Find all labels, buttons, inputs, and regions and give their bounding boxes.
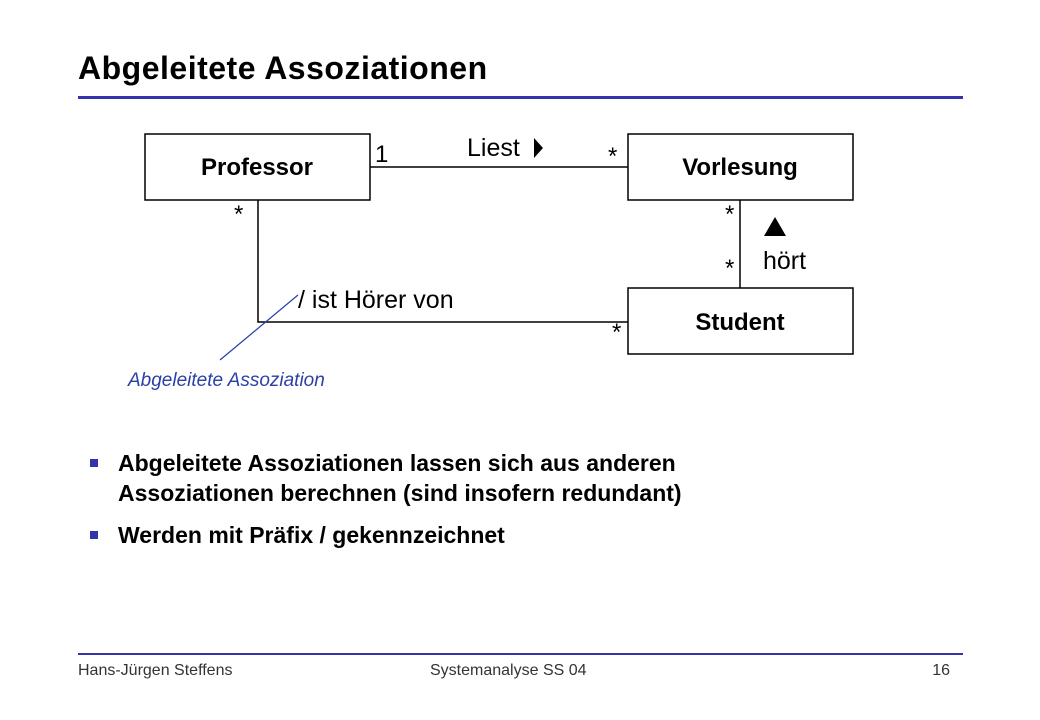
ist-hoerer-association-line [257, 200, 628, 323]
bullet-text: Abgeleitete Assoziationen lassen sich au… [118, 450, 682, 506]
derived-association-callout: Abgeleitete Assoziation [128, 370, 325, 391]
hoert-label: hört [763, 247, 806, 275]
footer-author: Hans-Jürgen Steffens [78, 662, 233, 679]
footer-course: Systemanalyse SS 04 [430, 662, 587, 679]
ist-hoerer-multiplicity-source: * [234, 201, 243, 228]
hoert-multiplicity-target: * [725, 255, 734, 282]
slide-title: Abgeleitete Assoziationen [78, 50, 488, 86]
ist-hoerer-multiplicity-target: * [612, 319, 621, 346]
footer-page-number: 16 [932, 662, 950, 679]
liest-label: Liest [467, 134, 520, 162]
callout-line [219, 294, 299, 361]
liest-multiplicity-source: 1 [375, 141, 388, 168]
vorlesung-box [627, 133, 854, 201]
liest-multiplicity-target: * [608, 143, 617, 170]
square-bullet-icon [90, 459, 98, 467]
vorlesung-label: Vorlesung [682, 154, 798, 181]
class-student[interactable]: Student [627, 287, 854, 355]
student-label: Student [695, 309, 784, 336]
footer-divider [78, 653, 963, 655]
liest-direction-arrow-icon [534, 138, 543, 158]
student-box [627, 287, 854, 355]
hoert-multiplicity-source: * [725, 201, 734, 228]
title-divider [78, 96, 963, 99]
professor-box [144, 133, 371, 201]
class-vorlesung[interactable]: Vorlesung [627, 133, 854, 201]
uml-diagram: Professor Vorlesung Student 1 * Liest * … [144, 133, 854, 361]
square-bullet-icon [90, 531, 98, 539]
class-professor[interactable]: Professor [144, 133, 371, 201]
professor-label: Professor [201, 154, 313, 181]
bullet-item: Werden mit Präfix / gekennzeichnet [90, 520, 810, 550]
hoert-direction-arrow-icon [764, 217, 786, 236]
bullet-item: Abgeleitete Assoziationen lassen sich au… [90, 448, 810, 508]
bullet-text: Werden mit Präfix / gekennzeichnet [118, 522, 505, 548]
ist-hoerer-label: / ist Hörer von [298, 286, 454, 314]
bullet-list: Abgeleitete Assoziationen lassen sich au… [90, 448, 810, 562]
